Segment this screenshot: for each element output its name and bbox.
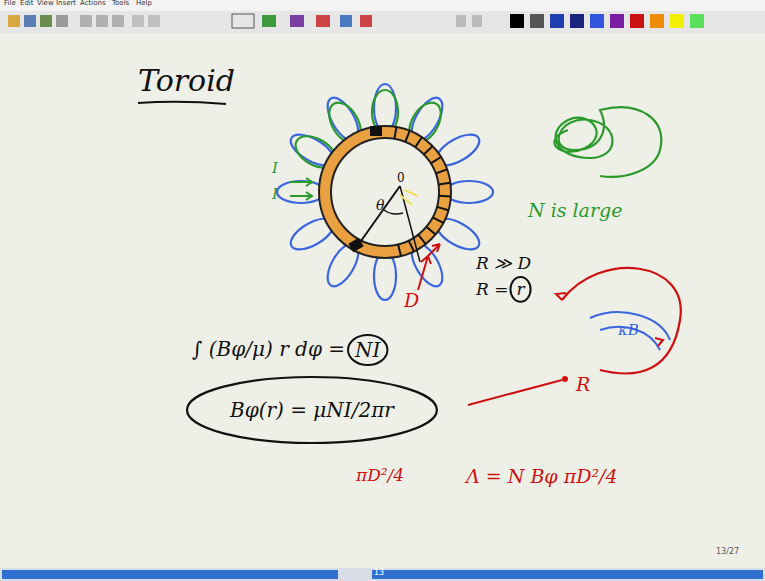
- title-underline: [138, 102, 226, 104]
- flux-linkage: Λ = N Bφ πD²/4: [466, 466, 618, 487]
- arrowhead: [556, 293, 566, 300]
- menu-item: Help: [136, 0, 152, 8]
- variable: r: [516, 280, 524, 299]
- condition: R ≫ D: [476, 254, 531, 273]
- dimension-arrow: [418, 244, 440, 290]
- menu-item: Insert: [56, 0, 76, 8]
- dimension-label: D: [404, 290, 419, 311]
- formula-ellipse: Bφ(r) = μNI/2πr: [185, 375, 439, 445]
- point-dot: [562, 376, 568, 382]
- radius-line: [400, 186, 420, 262]
- emphasis-circle: [510, 277, 530, 302]
- equation: ∫ (Bφ/μ) r dφ =: [192, 338, 345, 360]
- toolbar-icons: [8, 14, 482, 28]
- cross-section: [370, 126, 382, 136]
- field-loops: [277, 84, 493, 300]
- toroid-outer: [319, 126, 451, 258]
- toroid-inner: [331, 138, 439, 246]
- menu-item: Tools: [112, 0, 129, 8]
- winding-marks: [394, 127, 450, 256]
- menu-item: Actions: [80, 0, 106, 8]
- arrowhead: [655, 338, 663, 346]
- color-swatches: [510, 14, 704, 28]
- equation-term: NI: [355, 339, 380, 361]
- radius-line: [356, 186, 400, 248]
- area-expression: πD²/4: [356, 466, 404, 485]
- field-loop: [562, 268, 681, 373]
- note: N is large: [528, 200, 622, 221]
- field-label: κB: [618, 322, 639, 339]
- field-arcs: [590, 312, 670, 350]
- current-label: I: [272, 160, 278, 177]
- current-arrows: [290, 178, 312, 200]
- menu-item: File: [4, 0, 16, 8]
- title: Toroid: [138, 64, 235, 97]
- toolbar: [0, 11, 765, 33]
- center-label: 0: [397, 172, 405, 185]
- angle-label: θ: [376, 198, 384, 213]
- toroid-core: [325, 132, 445, 252]
- menu-item: View: [37, 0, 54, 8]
- page-counter: 13/27: [716, 548, 739, 557]
- bottom-bar: [0, 568, 765, 581]
- loop-sketch: [554, 107, 661, 176]
- page-number: 13: [374, 569, 384, 578]
- leader-line: [468, 380, 562, 405]
- menu-item: Edit: [20, 0, 34, 8]
- emphasis-circle: [348, 335, 387, 365]
- highlight: [400, 190, 418, 205]
- condition: R =: [476, 280, 508, 299]
- menu-bar: [0, 0, 765, 11]
- formula-text: Bφ(r) = μNI/2πr: [230, 398, 394, 422]
- current-label: I: [272, 186, 278, 203]
- angle-arc: [384, 210, 403, 214]
- point-label: R: [576, 374, 590, 395]
